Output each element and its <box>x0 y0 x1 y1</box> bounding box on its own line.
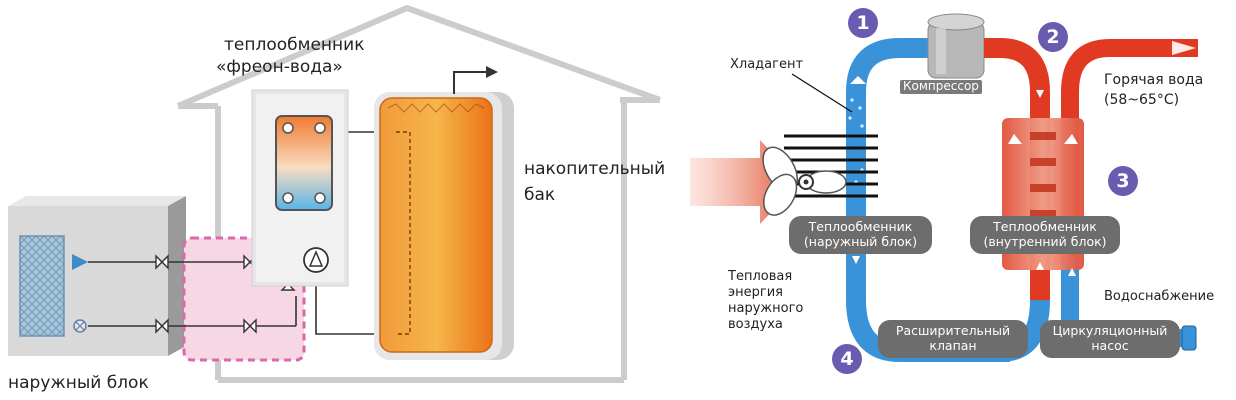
outdoor-exchanger-line1: Теплообменник <box>808 219 913 234</box>
step-badge-3: 3 <box>1108 166 1138 196</box>
fan-icon <box>762 146 847 216</box>
outdoor-unit-label: наружный блок <box>8 373 149 393</box>
storage-tank-label-line2: бак <box>524 185 556 205</box>
refrigerant-label: Хладагент <box>730 57 804 72</box>
refrigerant-pointer <box>791 73 853 113</box>
water-supply-label: Водоснабжение <box>1104 289 1215 304</box>
expansion-valve-label: Расширительный клапан <box>878 320 1028 358</box>
circulation-pump-line2: насос <box>1091 338 1129 353</box>
step-badge-4: 4 <box>832 344 862 374</box>
compressor-label: Компрессор <box>900 79 982 94</box>
heat-exchanger-title-line1: теплообменник <box>224 35 365 55</box>
indoor-exchanger-line1: Теплообменник <box>993 219 1097 234</box>
house-outline <box>176 5 662 383</box>
expansion-valve-line2: клапан <box>929 338 977 353</box>
water-inlet-cap <box>1181 325 1197 351</box>
flow-arrow-icons <box>850 60 1078 276</box>
storage-tank-label-line1: накопительный <box>524 159 666 179</box>
outdoor-unit <box>8 196 186 356</box>
outdoor-exchanger-label: Теплообменник (наружный блок) <box>789 216 932 254</box>
indoor-exchanger-line2: (внутренний блок) <box>983 234 1107 249</box>
compressor <box>927 13 985 79</box>
heat-exchanger-title-line2: «фреон-вода» <box>216 57 343 77</box>
thermal-energy-line1: Тепловая <box>728 269 793 284</box>
storage-tank <box>374 66 514 360</box>
outdoor-exchanger-line2: (наружный блок) <box>803 234 918 249</box>
plate-exchanger <box>275 115 333 211</box>
thermal-energy-line3: наружного <box>728 301 804 316</box>
indoor-exchanger-label: Теплообменник (внутренний блок) <box>970 216 1120 254</box>
step-badge-2: 2 <box>1038 22 1068 52</box>
hot-water-label-line2: (58~65°C) <box>1104 92 1180 108</box>
expansion-valve-line1: Расширительный <box>895 323 1011 338</box>
thermal-energy-line4: воздуха <box>728 317 783 332</box>
hot-water-arrow-icon <box>1172 41 1196 55</box>
outdoor-valve-icon <box>72 254 88 270</box>
circulation-pump-line1: Циркуляционный <box>1052 323 1168 338</box>
hot-water-label-line1: Горячая вода <box>1104 72 1204 88</box>
circulation-pump-label: Циркуляционный насос <box>1040 320 1180 358</box>
step-badge-1: 1 <box>848 8 878 38</box>
hot-water-out-arrow-icon <box>486 66 498 78</box>
thermal-energy-line2: энергия <box>728 285 783 300</box>
indoor-heat-exchanger-unit <box>251 89 349 287</box>
